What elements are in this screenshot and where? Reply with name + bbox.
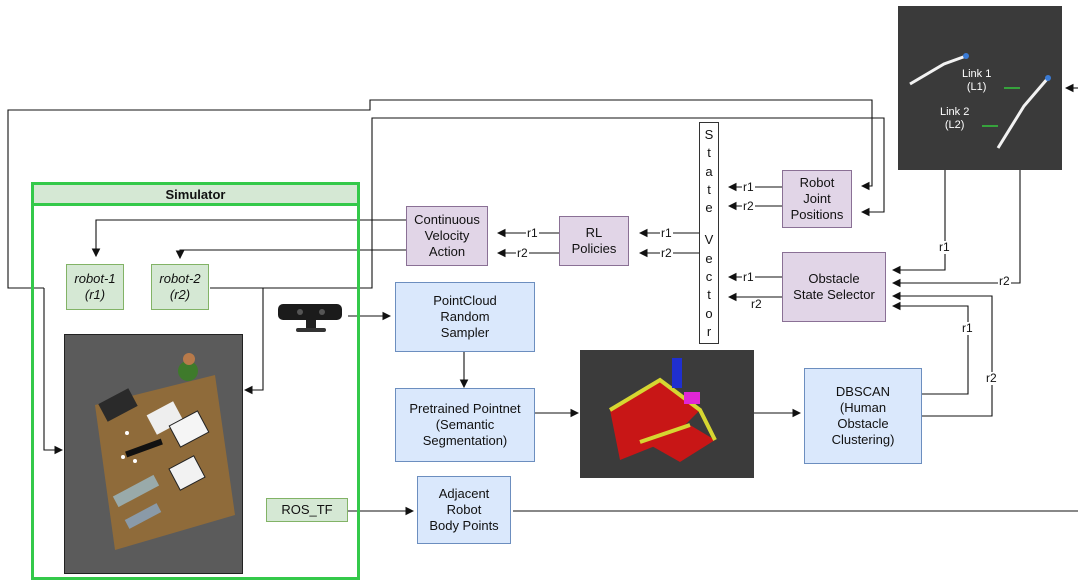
continuous-velocity-action-node: Continuous Velocity Action	[406, 206, 488, 266]
edge-label-r2: r2	[998, 274, 1011, 288]
edge-label-r1: r1	[938, 240, 951, 254]
simulator-scene-image	[64, 334, 243, 574]
state-vector-char: a	[705, 163, 713, 179]
state-vector-char: c	[705, 268, 713, 284]
link2-label: Link 2 (L2)	[940, 106, 970, 131]
edge-dbscan-oss-r2	[891, 291, 993, 417]
state-vector-char: t	[707, 287, 711, 303]
robot-2-node: robot-2 (r2)	[151, 264, 209, 310]
edge-inset-oss-r2	[891, 170, 1021, 288]
edge-loop-r2	[210, 117, 885, 289]
edge-robot2-scene	[243, 288, 264, 395]
edge-cv-robot1	[91, 219, 406, 258]
edge-label-r1: r1	[742, 270, 755, 284]
kinect-sensor-image	[276, 300, 346, 334]
edge-inset-oss-r1	[891, 170, 946, 275]
link1-label: Link 1 (L1)	[962, 68, 992, 93]
state-vector-char: V	[704, 232, 714, 248]
state-vector-char: r	[706, 324, 712, 340]
edge-label-r1: r1	[742, 180, 755, 194]
adjacent-robot-body-points-node: Adjacent Robot Body Points	[417, 476, 511, 544]
state-vector-char: t	[707, 145, 711, 161]
state-vector-char: t	[707, 181, 711, 197]
edge-label-r2: r2	[750, 297, 763, 311]
ros-tf-node: ROS_TF	[266, 498, 348, 522]
robot-joint-positions-node: Robot Joint Positions	[782, 170, 852, 228]
edge-robot1-scene	[43, 288, 64, 455]
obstacle-state-selector-node: Obstacle State Selector	[782, 252, 886, 322]
state-vector-node: S t a t e V e c t o r	[699, 122, 719, 344]
edge-cv-robot2	[175, 249, 406, 260]
rl-policies-node: RL Policies	[559, 216, 629, 266]
state-vector-char: S	[704, 126, 714, 142]
edge-label-r1: r1	[961, 321, 974, 335]
dbscan-node: DBSCAN (Human Obstacle Clustering)	[804, 368, 922, 464]
edge-dbscan-oss-r1	[891, 301, 969, 395]
pretrained-pointnet-node: Pretrained Pointnet (Semantic Segmentati…	[395, 388, 535, 462]
edge-loop-r1	[7, 99, 873, 289]
edge-label-r1: r1	[526, 226, 539, 240]
edge-label-r2: r2	[742, 199, 755, 213]
state-vector-char: e	[705, 250, 713, 266]
edge-label-r1: r1	[660, 226, 673, 240]
state-vector-char: o	[705, 305, 713, 321]
pointcloud-random-sampler-node: PointCloud Random Sampler	[395, 282, 535, 352]
edge-label-r2: r2	[660, 246, 673, 260]
edge-label-r2: r2	[516, 246, 529, 260]
state-vector-char: e	[705, 200, 713, 216]
edge-label-r2: r2	[985, 371, 998, 385]
robot-links-inset-image: Link 1 (L1) Link 2 (L2)	[898, 6, 1062, 170]
simulator-title: Simulator	[31, 182, 360, 206]
segmentation-pointcloud-image	[580, 350, 754, 478]
robot-1-node: robot-1 (r1)	[66, 264, 124, 310]
